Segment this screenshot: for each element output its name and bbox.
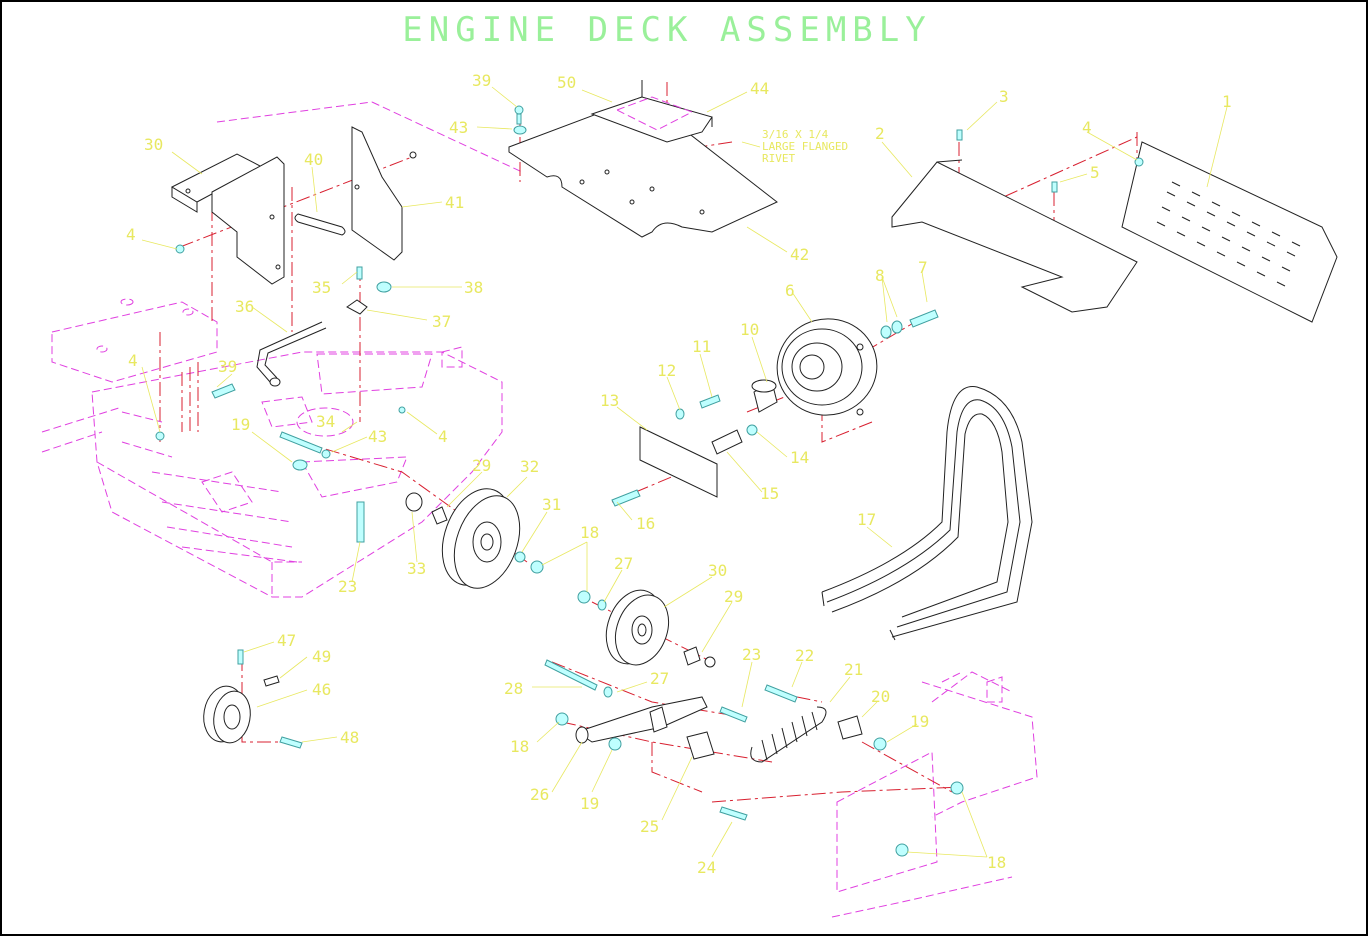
callout-18-arm: 18 bbox=[510, 737, 529, 756]
callout-49: 49 bbox=[312, 647, 331, 666]
callout-3: 3 bbox=[999, 87, 1009, 106]
callout-4-frame: 4 bbox=[128, 351, 138, 370]
callout-32: 32 bbox=[520, 457, 539, 476]
callout-18-frame-right: 18 bbox=[987, 853, 1006, 872]
rivet-note: 3/16 X 1/4 LARGE FLANGED RIVET bbox=[762, 128, 848, 165]
plate-part-41 bbox=[351, 126, 417, 261]
callout-11: 11 bbox=[692, 337, 711, 356]
spacer-part-20 bbox=[837, 715, 863, 740]
spring-part-21 bbox=[750, 706, 827, 763]
bushing-part-29-lower bbox=[683, 646, 716, 668]
callout-27-lower: 27 bbox=[650, 669, 669, 688]
callout-17: 17 bbox=[857, 510, 876, 529]
callout-50: 50 bbox=[557, 73, 576, 92]
callout-19-frame: 19 bbox=[231, 415, 250, 434]
callout-44: 44 bbox=[750, 79, 769, 98]
shield-part-2 bbox=[891, 159, 1138, 313]
callout-24: 24 bbox=[697, 858, 716, 877]
callout-7: 7 bbox=[918, 258, 928, 277]
callout-31: 31 bbox=[542, 495, 561, 514]
bracket-part-44 bbox=[590, 80, 713, 143]
callout-26: 26 bbox=[530, 785, 549, 804]
callout-30-pulley: 30 bbox=[708, 561, 727, 580]
callout-29-upper: 29 bbox=[472, 456, 491, 475]
callout-30-bracket: 30 bbox=[144, 135, 163, 154]
plate-part-13 bbox=[639, 426, 718, 498]
callout-27-upper: 27 bbox=[614, 554, 633, 573]
strap-part-40 bbox=[294, 213, 346, 236]
callout-35: 35 bbox=[312, 278, 331, 297]
callout-1: 1 bbox=[1222, 92, 1232, 111]
callout-43-top: 43 bbox=[449, 118, 468, 137]
callout-4-grate: 4 bbox=[1082, 118, 1092, 137]
bushing-part-29-upper bbox=[431, 506, 448, 525]
callout-4-frame-right: 4 bbox=[438, 427, 448, 446]
callout-leader-lines bbox=[141, 86, 1228, 858]
callout-23-arm: 23 bbox=[742, 645, 761, 664]
bracket-part-30 bbox=[170, 153, 285, 285]
bushing-part-15 bbox=[711, 429, 743, 455]
callout-10: 10 bbox=[740, 320, 759, 339]
grate-part-1 bbox=[1121, 141, 1338, 323]
clamp-part-37 bbox=[346, 299, 368, 315]
pulley-part-46 bbox=[203, 675, 280, 744]
rivet-note-line-3: RIVET bbox=[762, 152, 795, 165]
diagram-title: ENGINE DECK ASSEMBLY bbox=[402, 10, 932, 50]
callout-43-frame: 43 bbox=[368, 427, 387, 446]
callout-23-frame: 23 bbox=[338, 577, 357, 596]
idler-arm-part-26 bbox=[575, 696, 708, 744]
hardware-fasteners bbox=[155, 105, 1144, 857]
callout-41: 41 bbox=[445, 193, 464, 212]
callout-20: 20 bbox=[871, 687, 890, 706]
callout-4-left: 4 bbox=[126, 225, 136, 244]
callout-15: 15 bbox=[760, 484, 779, 503]
callout-labels: 39 50 44 43 42 30 40 41 4 35 38 36 37 4 … bbox=[126, 71, 1232, 877]
callout-29-lower: 29 bbox=[724, 587, 743, 606]
callout-22: 22 bbox=[795, 646, 814, 665]
callout-40: 40 bbox=[304, 150, 323, 169]
grate-slots bbox=[1156, 181, 1301, 287]
callout-34: 34 bbox=[316, 412, 335, 431]
callout-12: 12 bbox=[657, 361, 676, 380]
callout-48: 48 bbox=[340, 728, 359, 747]
callout-28: 28 bbox=[504, 679, 523, 698]
callout-2: 2 bbox=[875, 124, 885, 143]
callout-38: 38 bbox=[464, 278, 483, 297]
bushing-part-25 bbox=[686, 731, 715, 760]
clutch-part-6 bbox=[776, 318, 878, 416]
frame-phantom-outline bbox=[41, 101, 1038, 918]
callout-16: 16 bbox=[636, 514, 655, 533]
spacer-part-10 bbox=[751, 379, 778, 413]
callout-6: 6 bbox=[785, 281, 795, 300]
belt-part-17 bbox=[821, 386, 1033, 641]
callout-33: 33 bbox=[407, 559, 426, 578]
callout-14: 14 bbox=[790, 448, 809, 467]
callout-19-arm: 19 bbox=[580, 794, 599, 813]
callout-25: 25 bbox=[640, 817, 659, 836]
callout-13: 13 bbox=[600, 391, 619, 410]
callout-21: 21 bbox=[844, 660, 863, 679]
callout-18-upper: 18 bbox=[580, 523, 599, 542]
callout-39-frame: 39 bbox=[218, 357, 237, 376]
engine-plate-part-42 bbox=[508, 96, 778, 238]
pulley-part-30 bbox=[605, 589, 670, 666]
callout-5: 5 bbox=[1090, 163, 1100, 182]
callout-19-spring: 19 bbox=[910, 712, 929, 731]
rivet-note-line-2: LARGE FLANGED bbox=[762, 140, 848, 153]
callout-42: 42 bbox=[790, 245, 809, 264]
callout-8: 8 bbox=[875, 266, 885, 285]
callout-39-top: 39 bbox=[472, 71, 491, 90]
callout-47: 47 bbox=[277, 631, 296, 650]
spacer-part-33 bbox=[405, 492, 423, 512]
rivet-note-line-1: 3/16 X 1/4 bbox=[762, 128, 829, 141]
callout-46: 46 bbox=[312, 680, 331, 699]
rod-part-36 bbox=[256, 321, 327, 387]
callout-36: 36 bbox=[235, 297, 254, 316]
callout-37: 37 bbox=[432, 312, 451, 331]
pulley-part-32 bbox=[441, 488, 521, 589]
